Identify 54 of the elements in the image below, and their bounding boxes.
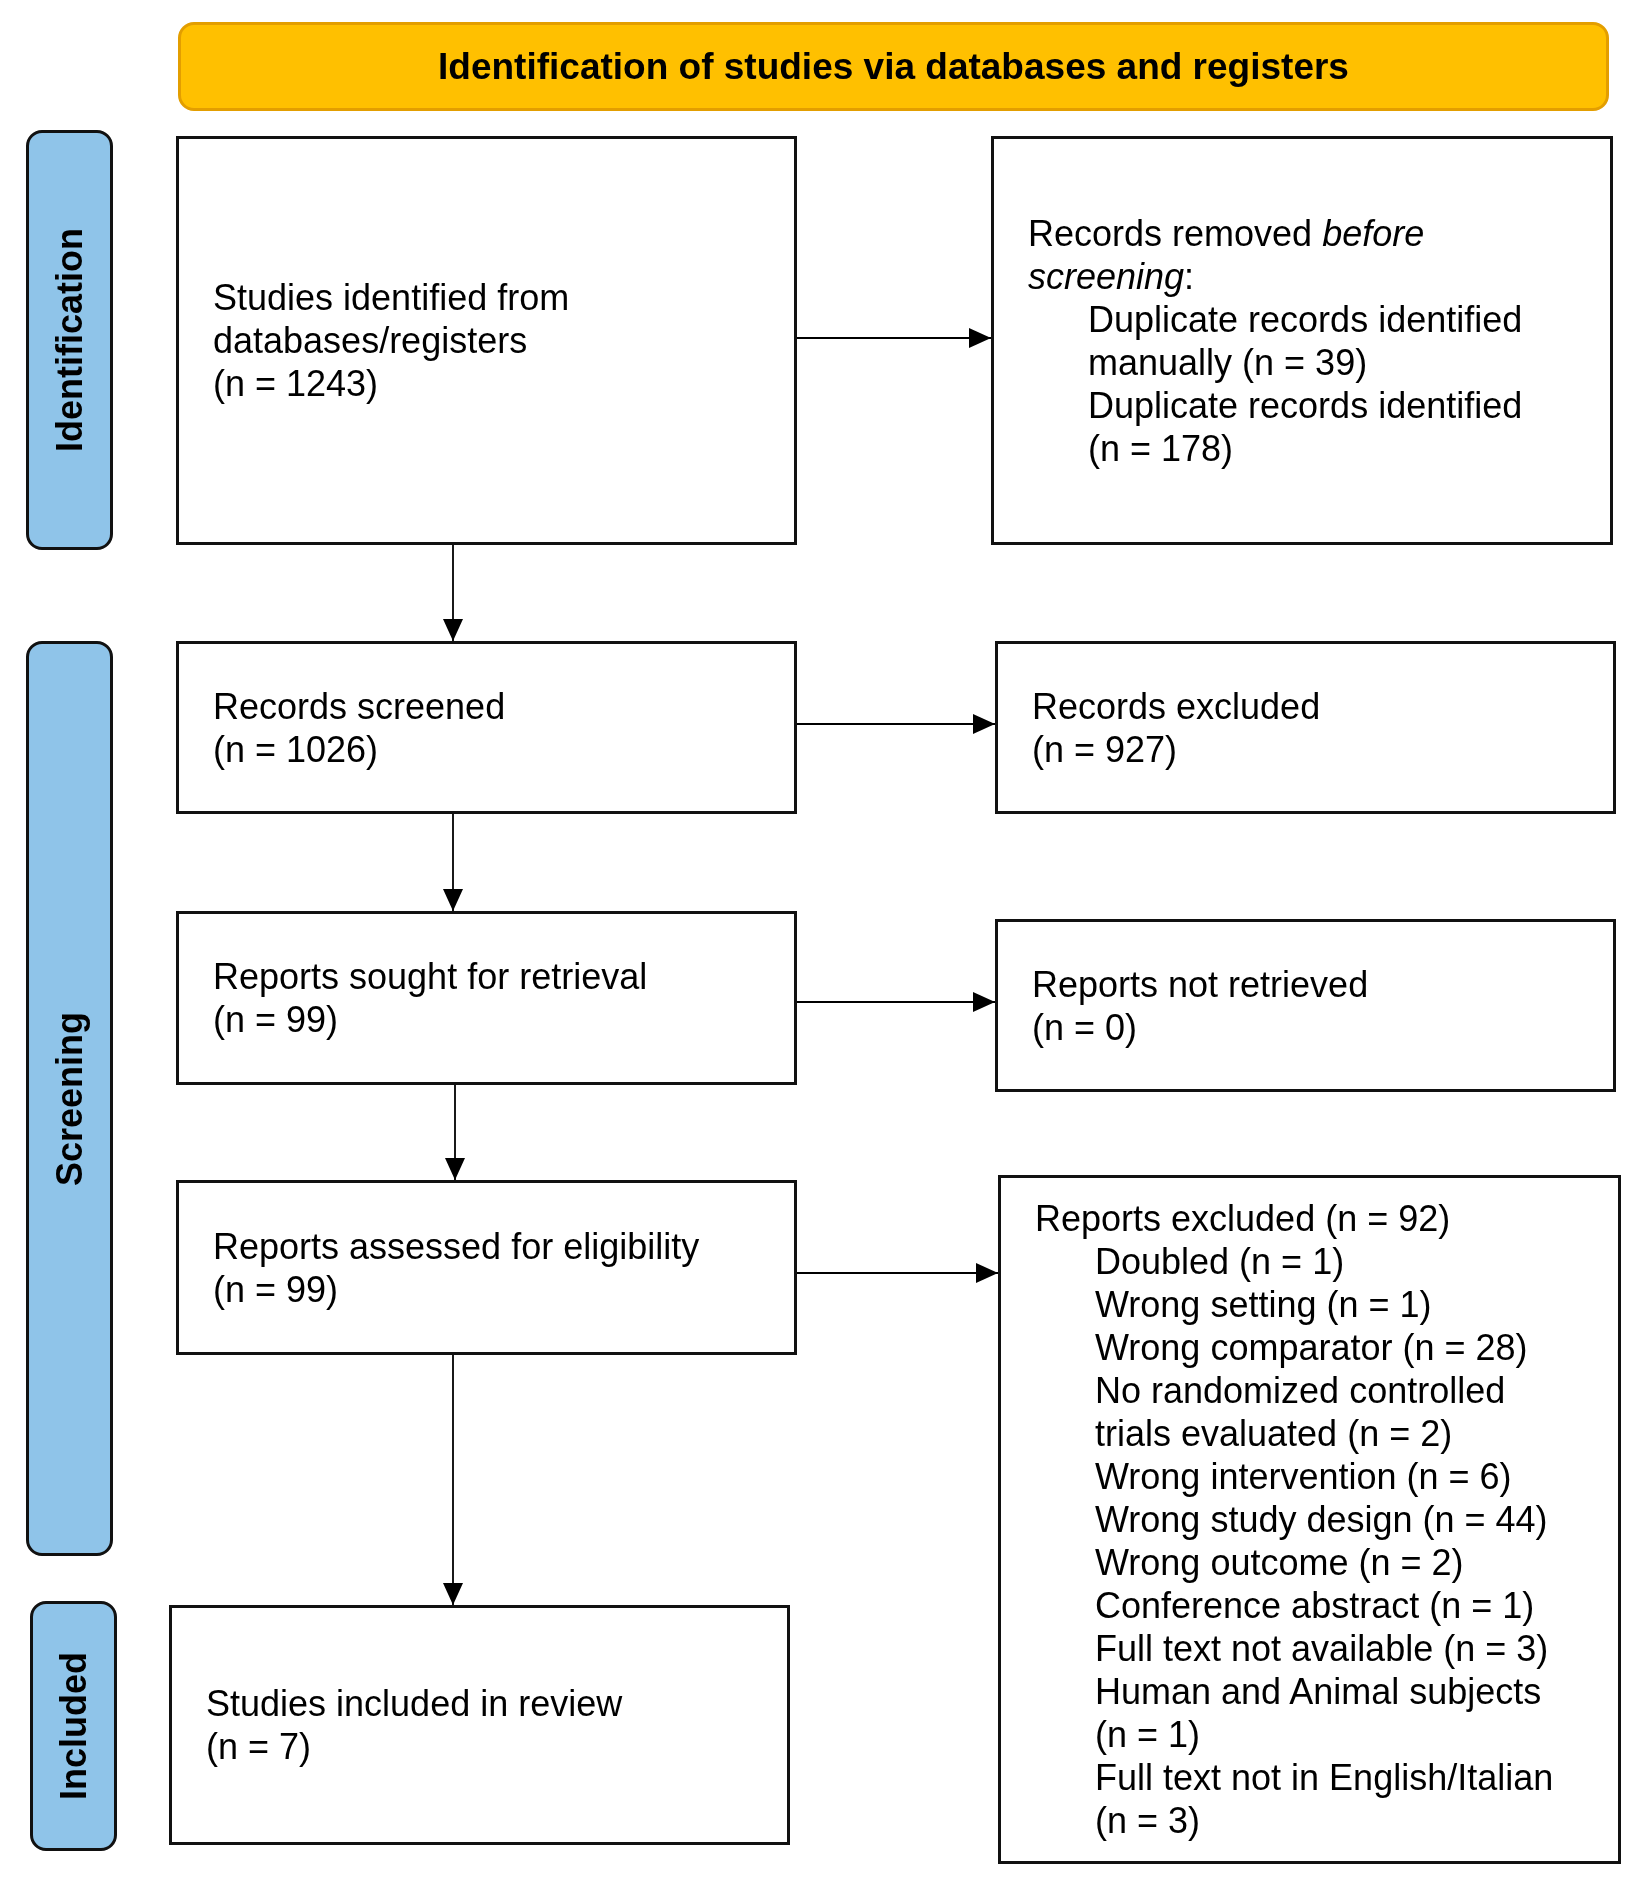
arrow <box>796 328 992 348</box>
count-text: (n = 99) <box>213 1267 339 1311</box>
arrow <box>796 1263 999 1283</box>
list-item: Human and Animal subjects (n = 1) <box>1095 1670 1543 1756</box>
list-item: Wrong outcome (n = 2) <box>1095 1541 1464 1584</box>
list-item: Duplicate records identified (n = 178) <box>1088 383 1524 470</box>
count-text: (n = 1026) <box>213 727 379 771</box>
process-box <box>998 1175 1621 1864</box>
process-box <box>995 641 1616 814</box>
arrow <box>445 1084 465 1181</box>
box-text: Records removed before screening: <box>1028 211 1426 298</box>
arrow <box>443 1354 463 1606</box>
stage-label: Identification <box>49 228 90 452</box>
count-text: (n = 99) <box>213 998 339 1041</box>
process-box <box>176 1180 797 1355</box>
process-box <box>995 919 1616 1092</box>
stage-label: Included <box>53 1652 94 1800</box>
phase-header-banner <box>178 22 1609 111</box>
list-item: Duplicate records identified manually (n = 39) <box>1088 297 1524 384</box>
list-item: Full text not in English/Italian (n = 3) <box>1095 1756 1555 1842</box>
stage-band <box>26 641 113 1556</box>
stage-band <box>26 130 113 550</box>
box-text: Studies identified from databases/registers <box>213 276 571 362</box>
box-text: Reports not retrieved <box>1032 962 1369 1006</box>
count-text: (n = 7) <box>206 1725 312 1768</box>
count-text: (n = 0) <box>1032 1005 1138 1049</box>
list-item: Full text not available (n = 3) <box>1095 1627 1549 1670</box>
box-text: Records screened <box>213 684 506 728</box>
process-box <box>169 1605 790 1845</box>
arrow <box>443 813 463 912</box>
arrow <box>796 714 996 734</box>
list-item: Wrong comparator (n = 28) <box>1095 1326 1528 1369</box>
process-box <box>176 641 797 814</box>
list-item: Wrong study design (n = 44) <box>1095 1498 1548 1541</box>
section-heading: Identification of studies via databases and registers <box>438 44 1349 89</box>
stage-band <box>30 1601 117 1851</box>
box-text: Reports sought for retrieval <box>213 955 648 998</box>
count-text: (n = 927) <box>1032 727 1178 771</box>
box-text: Records excluded <box>1032 684 1321 728</box>
process-box <box>991 136 1613 545</box>
box-text: Studies included in review <box>206 1682 623 1725</box>
list-item: Doubled (n = 1) <box>1095 1240 1345 1283</box>
list-item: Conference abstract (n = 1) <box>1095 1584 1535 1627</box>
stage-label: Screening <box>49 1011 90 1186</box>
arrow <box>796 992 996 1012</box>
box-text: Reports assessed for eligibility <box>213 1224 700 1268</box>
list-item: Wrong setting (n = 1) <box>1095 1283 1432 1326</box>
process-box <box>176 911 797 1085</box>
list-item: No randomized controlled trials evaluated (n = 2) <box>1095 1369 1507 1455</box>
box-text: Reports excluded (n = 92) <box>1035 1197 1451 1240</box>
process-box <box>176 136 797 545</box>
arrow <box>443 544 463 642</box>
list-item: Wrong intervention (n = 6) <box>1095 1455 1512 1498</box>
count-text: (n = 1243) <box>213 362 379 405</box>
